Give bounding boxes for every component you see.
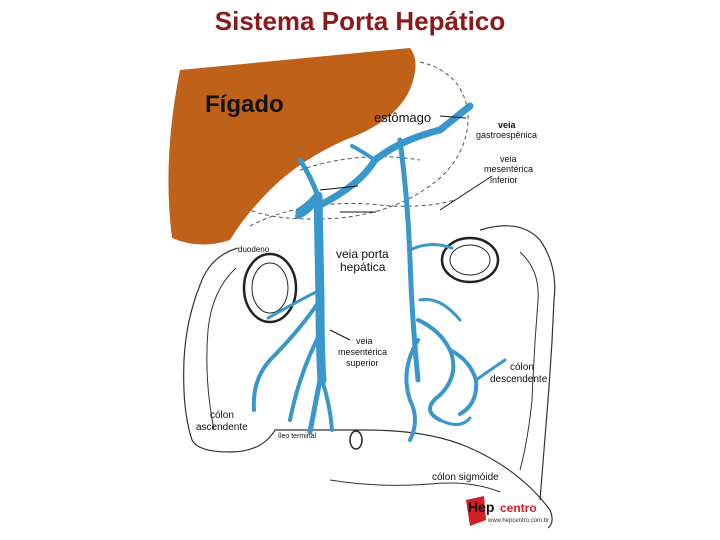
descending-colon-label-1: cólon [510,362,534,373]
imv-label-2: mesentérica [484,164,533,174]
colon-outline-right [479,225,556,501]
gastrosplenic-label-1: veia [498,120,517,130]
ileum-ring [349,430,363,450]
duodenum-ring-inner [251,262,289,314]
stomach-label: estômago [374,110,431,125]
smv-label-3: superior [346,358,379,368]
logo-hep: Hep [468,499,494,515]
gastrosplenic-label-2: gastroespênica [476,130,537,140]
imv-network-4 [474,358,507,382]
logo-centro: centro [500,501,537,515]
pancreas-outline-2 [299,156,421,171]
splenic-branch [350,144,377,162]
colon-inner-right [519,251,539,471]
diagram-title: Sistema Porta Hepático [214,6,506,36]
imv-label-3: inferior [490,175,518,185]
colon-outline [183,247,553,529]
hepcentro-logo: Hep centro www.hepcentro.com.br [466,496,549,526]
sm-branch-1 [251,298,322,412]
descending-colon-label-2: descendente [490,374,548,385]
imv-network-2 [404,338,420,442]
portal-vein-label-2: hepática [340,260,386,274]
portal-branch-1 [297,157,321,199]
logo-url: www.hepcentro.com.br [487,518,549,524]
logo-map-shape [466,496,486,526]
imv-network-1 [416,318,456,422]
terminal-ileum-label: íleo terminal [278,433,317,440]
intestine-loop [329,479,501,493]
sm-branch-4 [320,378,334,432]
vein-network [251,102,507,442]
colon-ring [440,236,500,284]
ascending-colon-label-1: cólon [210,410,234,421]
sm-branch-3 [307,367,325,435]
imv-label-1: veia [500,154,517,164]
imv-branch [408,243,454,252]
liver-label: Fígado [205,91,284,118]
smv-label-2: mesentérica [338,347,387,357]
sm-branch-2 [288,328,324,422]
colon-inner-left [206,267,237,431]
duodenum-ring [242,252,298,324]
smv-label-1: veia [356,336,373,346]
portal-vein-label-1: veia porta [336,247,389,261]
portal-branch-2 [295,193,321,219]
sigmoid-colon-label: cólon sigmóide [432,472,499,483]
liver-shape [168,48,416,245]
leader-lines [319,115,493,341]
ascending-colon-label-2: ascendente [196,422,248,433]
imv-network-5 [438,416,472,426]
duodenum-label: duodeno [238,245,270,254]
colon-ring-inner [449,244,491,276]
sm-branch-5 [266,288,322,320]
imv-network-6 [418,297,462,322]
pancreas-outline [249,199,456,227]
